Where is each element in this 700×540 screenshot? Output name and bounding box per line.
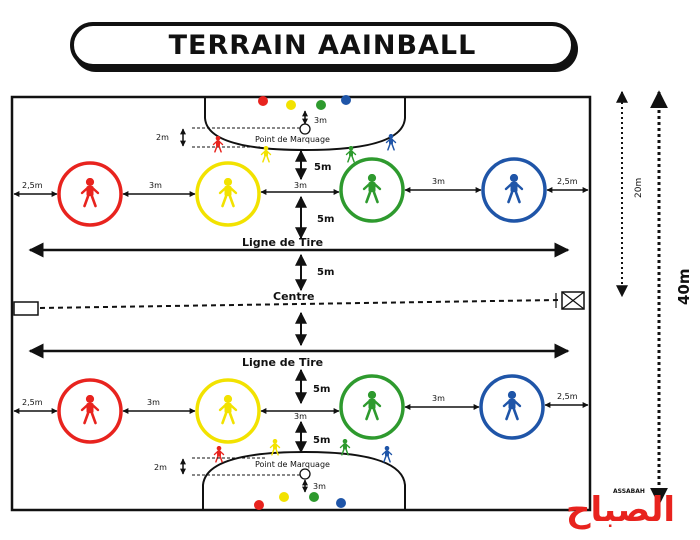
bottom-2_5m-left: 2,5m — [22, 398, 43, 407]
top-circles — [57, 157, 547, 227]
player-blue-icon — [381, 446, 393, 463]
upper-centre-5m-label: 5m — [317, 267, 334, 278]
court-border — [10, 95, 592, 512]
logo-arabic-text: الصباح — [566, 490, 676, 530]
top-3m-a: 3m — [149, 181, 162, 190]
ball-blue — [341, 95, 351, 105]
centre-label: Centre — [273, 290, 315, 303]
centre-right-marker-icon — [555, 291, 585, 310]
ball-yellow — [279, 492, 289, 502]
top-marking-point-icon — [299, 123, 311, 135]
bottom-2_5m-right: 2,5m — [557, 392, 578, 401]
top-5m-label-a: 5m — [314, 162, 331, 173]
page-title: TERRAIN AAINBALL — [168, 29, 477, 61]
bottom-2m-label: 2m — [154, 463, 167, 472]
assabah-logo: الصباح ASSABAH — [566, 488, 698, 538]
top-2_5m-right: 2,5m — [557, 177, 578, 186]
top-marking-point-label: Point de Marquage — [255, 135, 330, 144]
bottom-3m-b: 3m — [294, 412, 307, 421]
ball-green — [316, 100, 326, 110]
top-shooting-line-label: Ligne de Tire — [242, 236, 323, 249]
ball-yellow — [286, 100, 296, 110]
bottom-marking-point-label: Point de Marquage — [255, 460, 330, 469]
ball-blue — [336, 498, 346, 508]
top-3m-b: 3m — [294, 181, 307, 190]
logo-latin-text: ASSABAH — [612, 488, 646, 495]
bottom-3m-a: 3m — [147, 398, 160, 407]
player-red-icon — [213, 446, 225, 463]
top-2_5m-left: 2,5m — [22, 181, 43, 190]
ball-red — [258, 96, 268, 106]
bottom-3m-c: 3m — [432, 394, 445, 403]
title-banner: TERRAIN AAINBALL — [70, 22, 575, 68]
player-blue-icon — [385, 134, 397, 151]
ball-green — [309, 492, 319, 502]
centre-left-marker — [13, 301, 39, 316]
bottom-3m-label: 3m — [313, 482, 326, 491]
top-5m-label-b: 5m — [317, 214, 334, 225]
top-balls — [258, 95, 351, 110]
ball-red — [254, 500, 264, 510]
top-3m-c: 3m — [432, 177, 445, 186]
bottom-5m-label-a: 5m — [313, 384, 330, 395]
bottom-shooting-line-label: Ligne de Tire — [242, 356, 323, 369]
dimension-40m-label: 40m — [675, 268, 693, 305]
bottom-marking-point-icon — [299, 468, 311, 480]
top-3m-label: 3m — [314, 116, 327, 125]
bottom-5m-label-b: 5m — [313, 435, 330, 446]
dimension-20m-label: 20m — [634, 178, 644, 198]
bottom-balls — [254, 492, 346, 510]
top-2m-label: 2m — [156, 133, 169, 142]
bottom-circles — [57, 374, 545, 444]
